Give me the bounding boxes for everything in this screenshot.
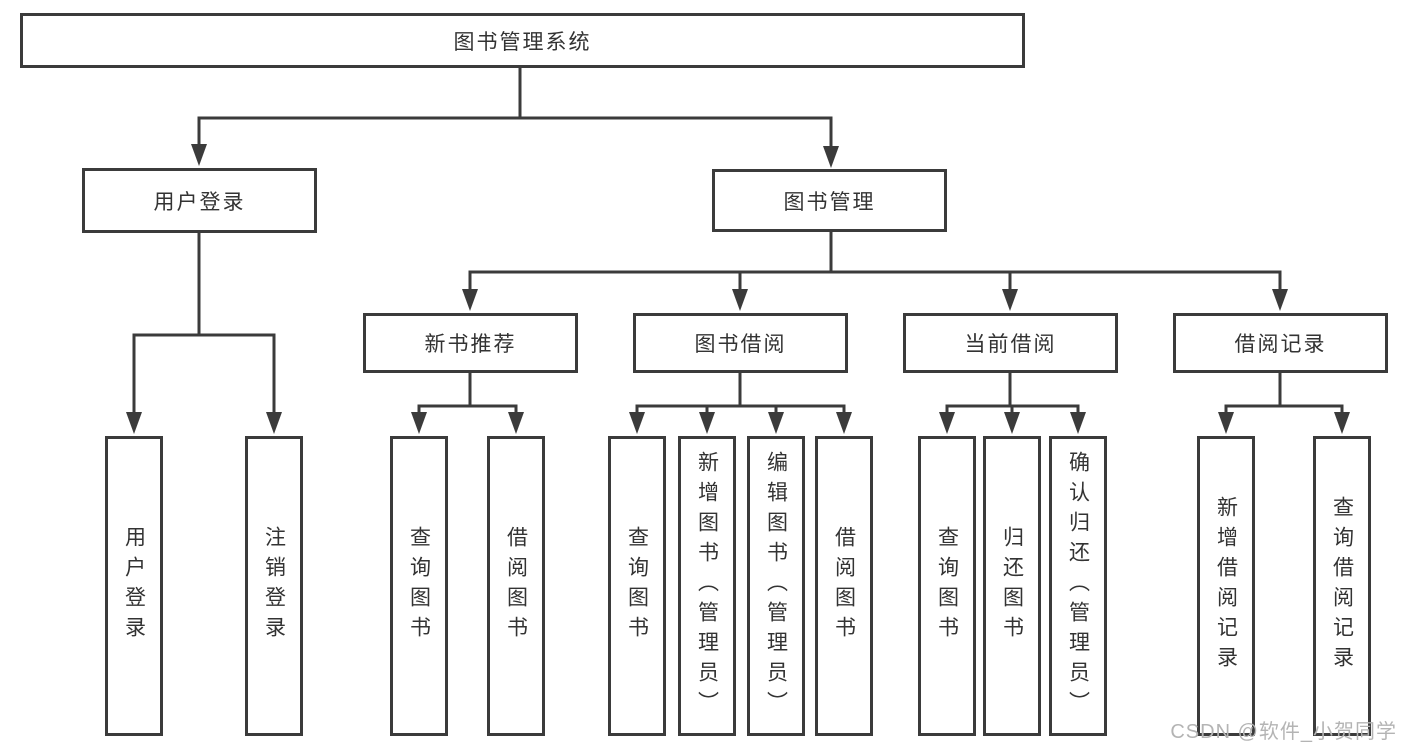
arrowhead-query-books-2 [629, 412, 645, 434]
arrowhead-leaf-user-login [126, 412, 142, 434]
arrowhead-borrow-books-2 [836, 412, 852, 434]
node-book-management: 图书管理 [712, 169, 947, 232]
csdn-watermark: CSDN @软件_小贺同学 [1170, 721, 1397, 743]
leaf-add-book-admin: 新增图书（管理员） [678, 436, 736, 736]
leaf-query-books-recommend: 查询图书 [390, 436, 448, 736]
leaf-borrow-books-borrowing: 借阅图书 [815, 436, 873, 736]
leaf-logout-label: 注销登录 [262, 526, 286, 646]
leaf-borrow-books-recommend-label: 借阅图书 [504, 526, 528, 646]
leaf-query-books-borrowing: 查询图书 [608, 436, 666, 736]
leaf-confirm-return-admin: 确认归还（管理员） [1049, 436, 1107, 736]
node-borrowing-records-label: 借阅记录 [1234, 333, 1327, 356]
node-borrowing-records: 借阅记录 [1173, 313, 1388, 373]
node-book-borrowing: 图书借阅 [633, 313, 848, 373]
leaf-query-borrow-record: 查询借阅记录 [1313, 436, 1371, 736]
leaf-query-books-borrowing-label: 查询图书 [625, 526, 649, 646]
node-new-book-recommend-label: 新书推荐 [424, 333, 517, 356]
connector-root-to-level2 [197, 68, 833, 149]
arrowhead-current-borrowing [1002, 289, 1018, 311]
node-new-book-recommend: 新书推荐 [363, 313, 578, 373]
leaf-edit-book-admin: 编辑图书（管理员） [747, 436, 805, 736]
leaf-return-book-label: 归还图书 [1000, 526, 1024, 646]
node-current-borrowing: 当前借阅 [903, 313, 1118, 373]
leaf-return-book: 归还图书 [983, 436, 1041, 736]
arrowhead-confirm-return [1070, 412, 1086, 434]
connector-recommend-to-leaves [417, 373, 518, 412]
node-book-borrowing-label: 图书借阅 [694, 333, 787, 356]
arrowhead-book-management [823, 146, 839, 168]
connector-records-to-leaves [1224, 373, 1344, 412]
leaf-query-books-recommend-label: 查询图书 [407, 526, 431, 646]
arrowhead-leaf-logout [266, 412, 282, 434]
arrowhead-return-book [1004, 412, 1020, 434]
leaf-user-login: 用户登录 [105, 436, 163, 736]
connector-login-to-leaves [132, 233, 276, 413]
leaf-query-books-current: 查询图书 [918, 436, 976, 736]
leaf-edit-book-admin-label: 编辑图书（管理员） [764, 451, 788, 721]
arrowhead-borrow-books-1 [508, 412, 524, 434]
arrowhead-add-borrow-record [1218, 412, 1234, 434]
arrowhead-new-book-recommend [462, 289, 478, 311]
connector-mgmt-to-level3 [468, 232, 1282, 289]
leaf-add-borrow-record-label: 新增借阅记录 [1214, 496, 1238, 676]
leaf-add-borrow-record: 新增借阅记录 [1197, 436, 1255, 736]
arrowhead-add-book [699, 412, 715, 434]
node-root-label: 图书管理系统 [453, 30, 592, 54]
leaf-borrow-books-recommend: 借阅图书 [487, 436, 545, 736]
connector-borrowing-to-leaves [635, 373, 846, 412]
arrowhead-query-books-1 [411, 412, 427, 434]
connector-current-to-leaves [945, 373, 1080, 412]
arrowhead-borrowing-records [1272, 289, 1288, 311]
leaf-confirm-return-admin-label: 确认归还（管理员） [1066, 451, 1090, 721]
arrowhead-query-books-3 [939, 412, 955, 434]
node-current-borrowing-label: 当前借阅 [964, 333, 1057, 356]
leaf-borrow-books-borrowing-label: 借阅图书 [832, 526, 856, 646]
node-book-management-label: 图书管理 [783, 190, 876, 214]
arrowhead-edit-book [768, 412, 784, 434]
node-user-login: 用户登录 [82, 168, 317, 233]
node-root: 图书管理系统 [20, 13, 1025, 68]
arrowhead-query-borrow-record [1334, 412, 1350, 434]
leaf-query-books-current-label: 查询图书 [935, 526, 959, 646]
leaf-add-book-admin-label: 新增图书（管理员） [695, 451, 719, 721]
leaf-logout: 注销登录 [245, 436, 303, 736]
leaf-query-borrow-record-label: 查询借阅记录 [1330, 496, 1354, 676]
leaf-user-login-label: 用户登录 [122, 526, 146, 646]
node-user-login-label: 用户登录 [153, 190, 246, 214]
arrowhead-book-borrowing [732, 289, 748, 311]
arrowhead-user-login [191, 144, 207, 166]
